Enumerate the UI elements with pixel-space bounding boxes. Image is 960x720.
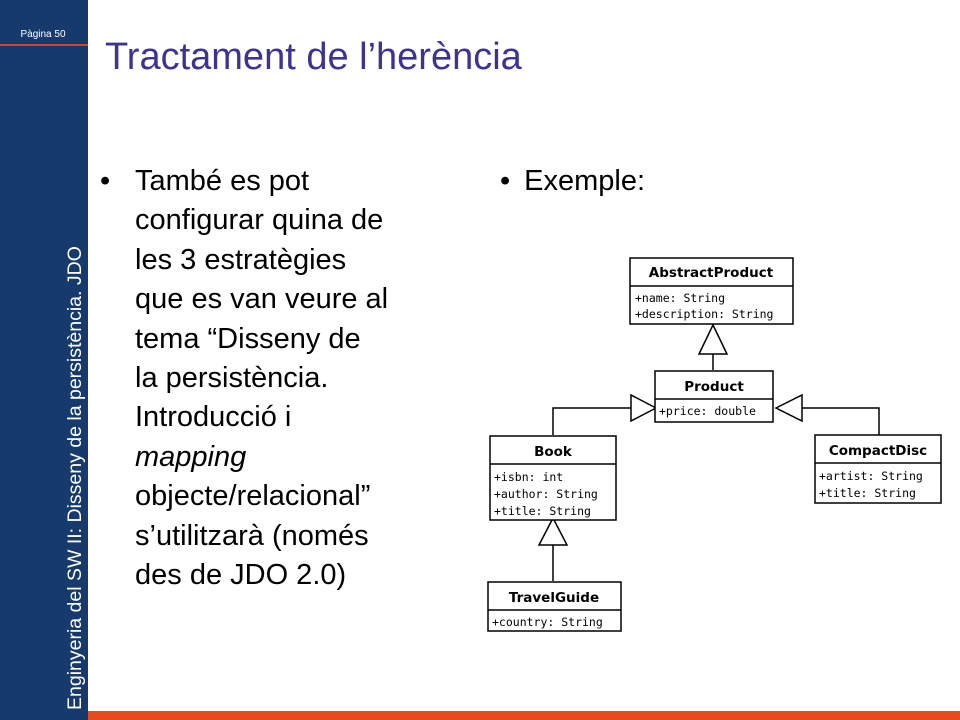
inheritance-line: [802, 407, 880, 435]
inheritance-arrow: [697, 323, 729, 355]
class-compact-disc: CompactDisc +artist: String +title: Stri…: [814, 434, 942, 504]
bullet-line: Introducció i: [135, 401, 292, 434]
uml-class-diagram: AbstractProduct +name: String +descripti…: [487, 257, 942, 632]
bullet-line: També es pot: [135, 165, 310, 197]
class-attribute: +author: String: [494, 487, 598, 501]
class-attribute: +title: String: [819, 486, 916, 500]
class-travel-guide: TravelGuide +country: String: [487, 581, 622, 632]
class-name: TravelGuide: [509, 590, 599, 606]
class-abstract-product: AbstractProduct +name: String +descripti…: [629, 257, 794, 325]
class-attribute: +price: double: [659, 404, 756, 418]
bullet-line: des de JDO 2.0): [135, 559, 347, 592]
class-attribute: +isbn: int: [494, 470, 563, 484]
bullet-line: s’utilitzarà (només: [135, 519, 369, 552]
bullet-dot: •: [100, 165, 111, 197]
bullet-line: configurar quina de: [135, 204, 384, 237]
bullet-line: que es van veure al: [135, 283, 389, 316]
bullet-text: També es pot configurar quina de les 3 e…: [135, 162, 470, 595]
example-label: Exemple:: [524, 165, 646, 197]
class-product: Product +price: double: [654, 370, 774, 423]
slide-title: Tractament de l’herència: [105, 36, 522, 78]
inheritance-arrow: [774, 393, 803, 423]
inheritance-arrow: [630, 393, 658, 423]
course-title: Enginyeria del SW II: Disseny de la pers…: [64, 246, 86, 710]
inheritance-arrow: [537, 516, 569, 546]
right-bullet: • Exemple:: [500, 162, 645, 201]
class-name: Product: [684, 379, 744, 395]
class-attribute: +title: String: [494, 504, 591, 518]
sidebar: Pàgina 50 Enginyeria del SW II: Disseny …: [0, 0, 88, 720]
class-book: Book +isbn: int +author: String +title: …: [489, 435, 617, 521]
class-attribute: +description: String: [635, 307, 773, 321]
page-number: Pàgina 50: [20, 29, 66, 40]
class-attribute: +name: String: [635, 291, 725, 305]
inheritance-line: [552, 407, 631, 435]
bullet-line: la persistència.: [135, 362, 329, 395]
class-name: AbstractProduct: [649, 265, 774, 281]
bullet-line: tema “Disseny de: [135, 322, 361, 355]
bullet-line-italic: mapping: [135, 440, 247, 473]
bullet-dot: •: [500, 165, 511, 197]
page-divider: [0, 44, 88, 46]
bullet-line: objecte/relacional”: [135, 480, 371, 513]
class-attribute: +artist: String: [819, 469, 923, 483]
class-name: Book: [534, 444, 573, 460]
bullet-line: les 3 estratègies: [135, 243, 347, 276]
bottom-accent-bar: [88, 711, 960, 720]
class-name: CompactDisc: [829, 443, 927, 459]
class-attribute: +country: String: [492, 615, 603, 629]
